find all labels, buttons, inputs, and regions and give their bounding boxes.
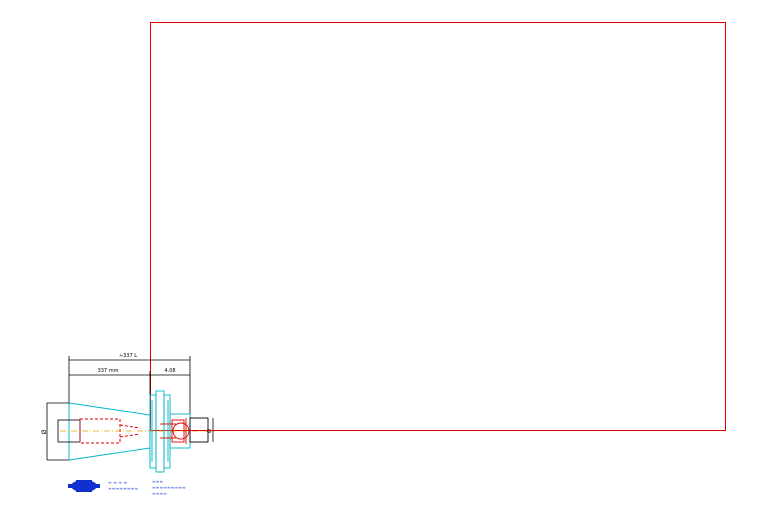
dimension-lines [68,356,191,414]
dimension-right: 4.08 [164,368,175,374]
title-right-line3: ≈≈≈≈ [152,492,167,497]
title-left-line2: ≈≈≈≈≈≈≈≈ [108,487,138,492]
title-right-line2: ≈≈≈≈≈≈≈≈≈ [152,486,186,491]
flange [149,390,171,473]
title-left-line1: ≈ ≈ ≈ ≈ [108,481,128,486]
drawing-frame [150,22,726,431]
left-diameter-dimension [46,402,69,461]
dimension-overall: ≈337 L [119,353,137,359]
taper-shank [68,395,151,468]
dimension-left: 337 mm [98,368,119,374]
company-logo [68,480,100,492]
holder-nose [160,413,209,449]
left-diameter-label: Ø [41,429,48,434]
title-right-line1: ≈≈≈ [152,480,164,485]
